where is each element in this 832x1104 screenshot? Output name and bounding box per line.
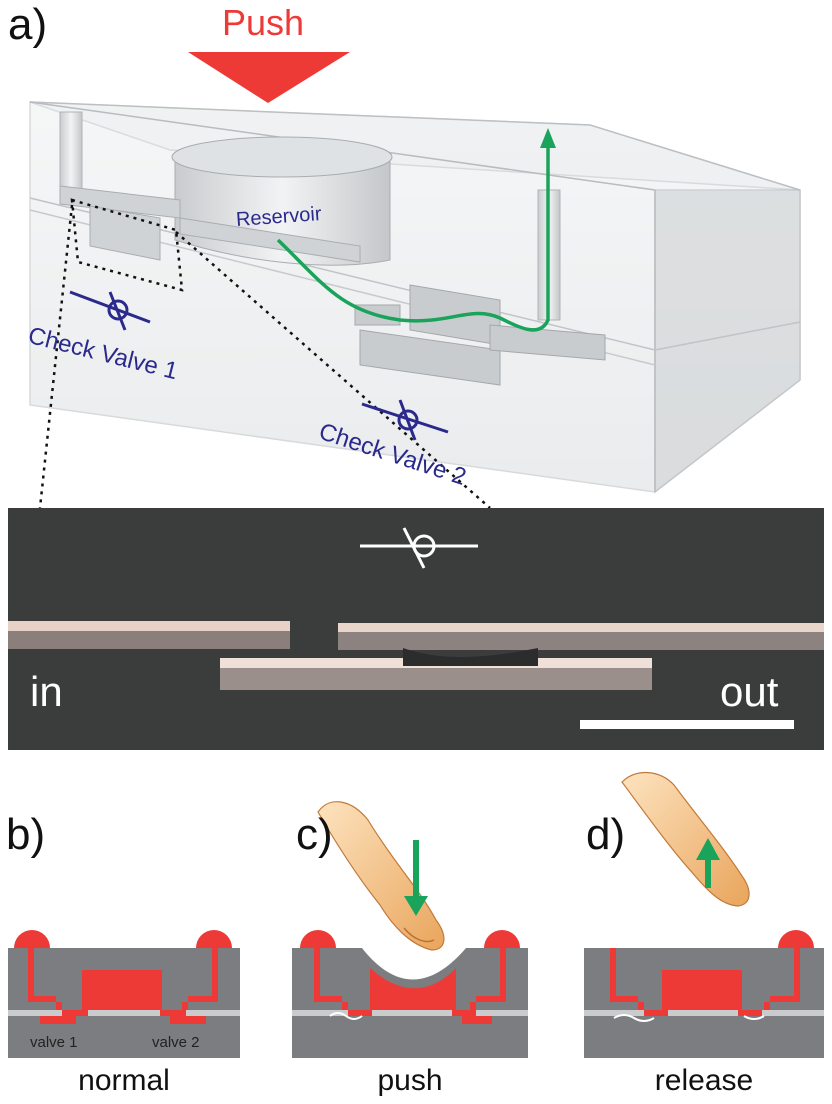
upper-layer-right [338, 623, 824, 632]
panel-b-letter: b) [6, 810, 46, 859]
caption-release: release [654, 1064, 754, 1097]
caption-normal: normal [78, 1064, 170, 1097]
push-label: Push [222, 2, 305, 43]
push-down-arrow [404, 896, 428, 916]
outlet-label: out [720, 668, 779, 715]
inlet-label: in [30, 668, 63, 715]
reservoir-pressed [370, 968, 456, 1010]
micrograph-photo: in out [8, 508, 824, 750]
push-arrow [188, 52, 350, 103]
panel-c-letter: c) [296, 810, 333, 859]
flow-arrow-head [540, 128, 556, 148]
caption-push: push [377, 1064, 443, 1097]
scale-bar [580, 720, 794, 729]
upper-layer-left [8, 621, 290, 631]
device-3d-diagram [29, 52, 801, 509]
photo-check-valve-symbol [360, 527, 478, 569]
panel-d-letter: d) [586, 810, 626, 859]
check-valve-1-symbol [69, 290, 151, 331]
finger-release [621, 771, 750, 907]
valve-2-label: valve 2 [152, 1034, 200, 1051]
valve-1-label: valve 1 [30, 1034, 78, 1051]
check-valve-2-symbol [361, 399, 449, 441]
reservoir-normal [82, 970, 162, 1010]
reservoir-release [662, 970, 742, 1010]
panel-a-letter: a) [8, 0, 48, 49]
flow-arrow [276, 140, 550, 332]
finger-push [317, 801, 445, 951]
micrograph-drawing [8, 527, 824, 729]
release-up-arrow [696, 838, 720, 860]
membrane [403, 648, 538, 666]
zoom-lines [38, 198, 491, 509]
